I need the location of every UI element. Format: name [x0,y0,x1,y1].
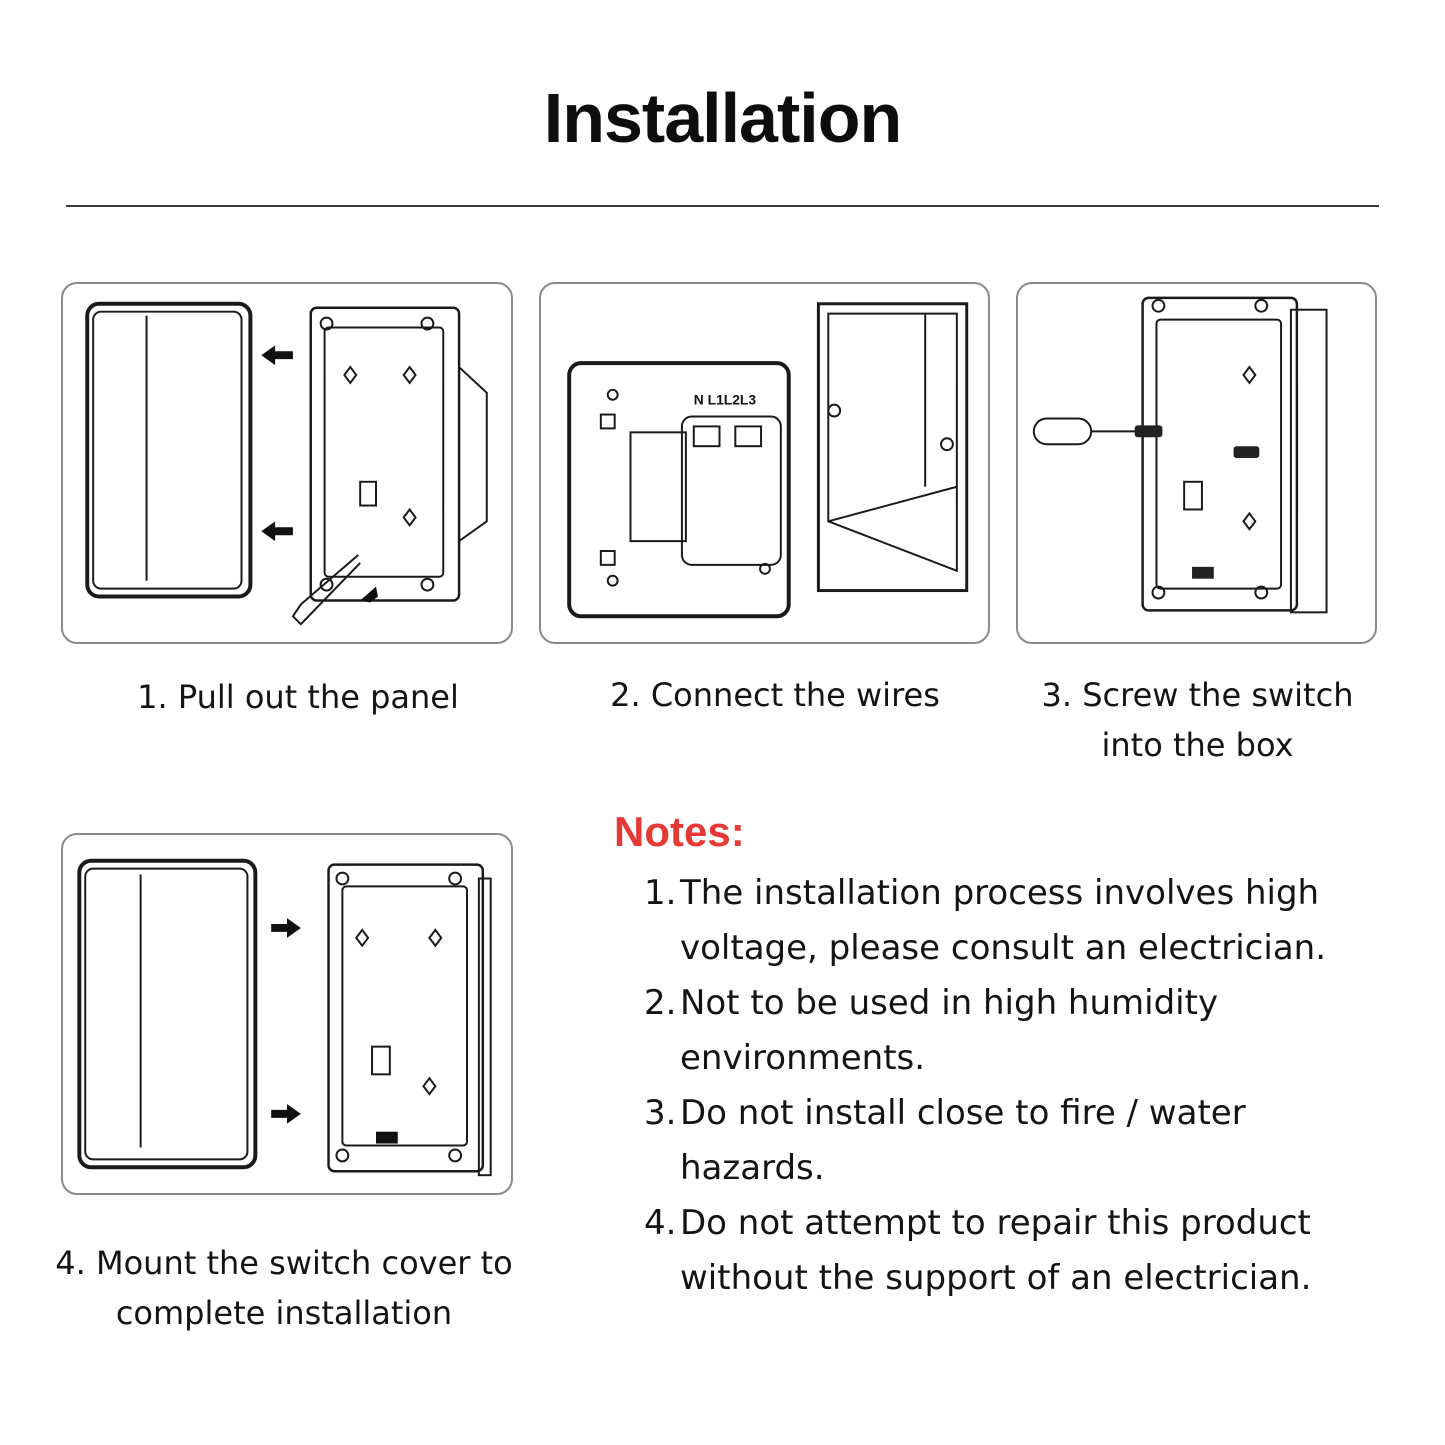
step-3-caption: 3. Screw the switch into the box [1016,670,1379,770]
step-1-caption-line: 1. Pull out the panel [137,678,459,716]
note-text: Do not attempt to repair this product wi… [680,1203,1312,1298]
step-4-caption-line: 4. Mount the switch cover to [55,1244,513,1282]
title-divider [66,205,1379,207]
pull-out-panel-drawing [85,301,488,626]
notes-title: Notes: [614,808,745,855]
note-item: 2. Not to be used in high humidity envir… [644,976,1364,1086]
screw-switch-drawing [1032,296,1328,614]
step-3-illustration [1016,282,1377,644]
page-title: Installation [543,79,902,157]
step-4-caption-line: complete installation [115,1294,453,1332]
step-2-caption-line: 2. Connect the wires [610,676,940,714]
connect-wires-drawing: N L1L2L3 [567,302,969,619]
note-text: Not to be used in high humidity environm… [680,983,1219,1078]
mount-cover-drawing [77,858,492,1177]
note-text: Do not install close to fire / water haz… [680,1093,1246,1188]
note-number: 2. [644,983,677,1023]
step-1-caption: 1. Pull out the panel [61,672,535,722]
note-item: 4. Do not attempt to repair this product… [644,1196,1364,1306]
note-item: 3. Do not install close to fire / water … [644,1086,1364,1196]
step-4-caption: 4. Mount the switch cover to complete in… [44,1238,524,1338]
terminal-label: N L1L2L3 [694,392,757,408]
note-number: 4. [644,1203,677,1243]
step-2-illustration: N L1L2L3 [539,282,990,644]
step-3-caption-line: into the box [1101,726,1294,764]
note-number: 3. [644,1093,677,1133]
note-text: The installation process involves high v… [680,873,1327,968]
step-2-caption: 2. Connect the wires [539,670,1011,720]
note-item: 1. The installation process involves hig… [644,866,1364,976]
step-4-illustration [61,833,513,1195]
note-number: 1. [644,873,677,913]
step-3-caption-line: 3. Screw the switch [1041,676,1354,714]
step-1-illustration [61,282,513,644]
notes-list: 1. The installation process involves hig… [644,866,1364,1306]
